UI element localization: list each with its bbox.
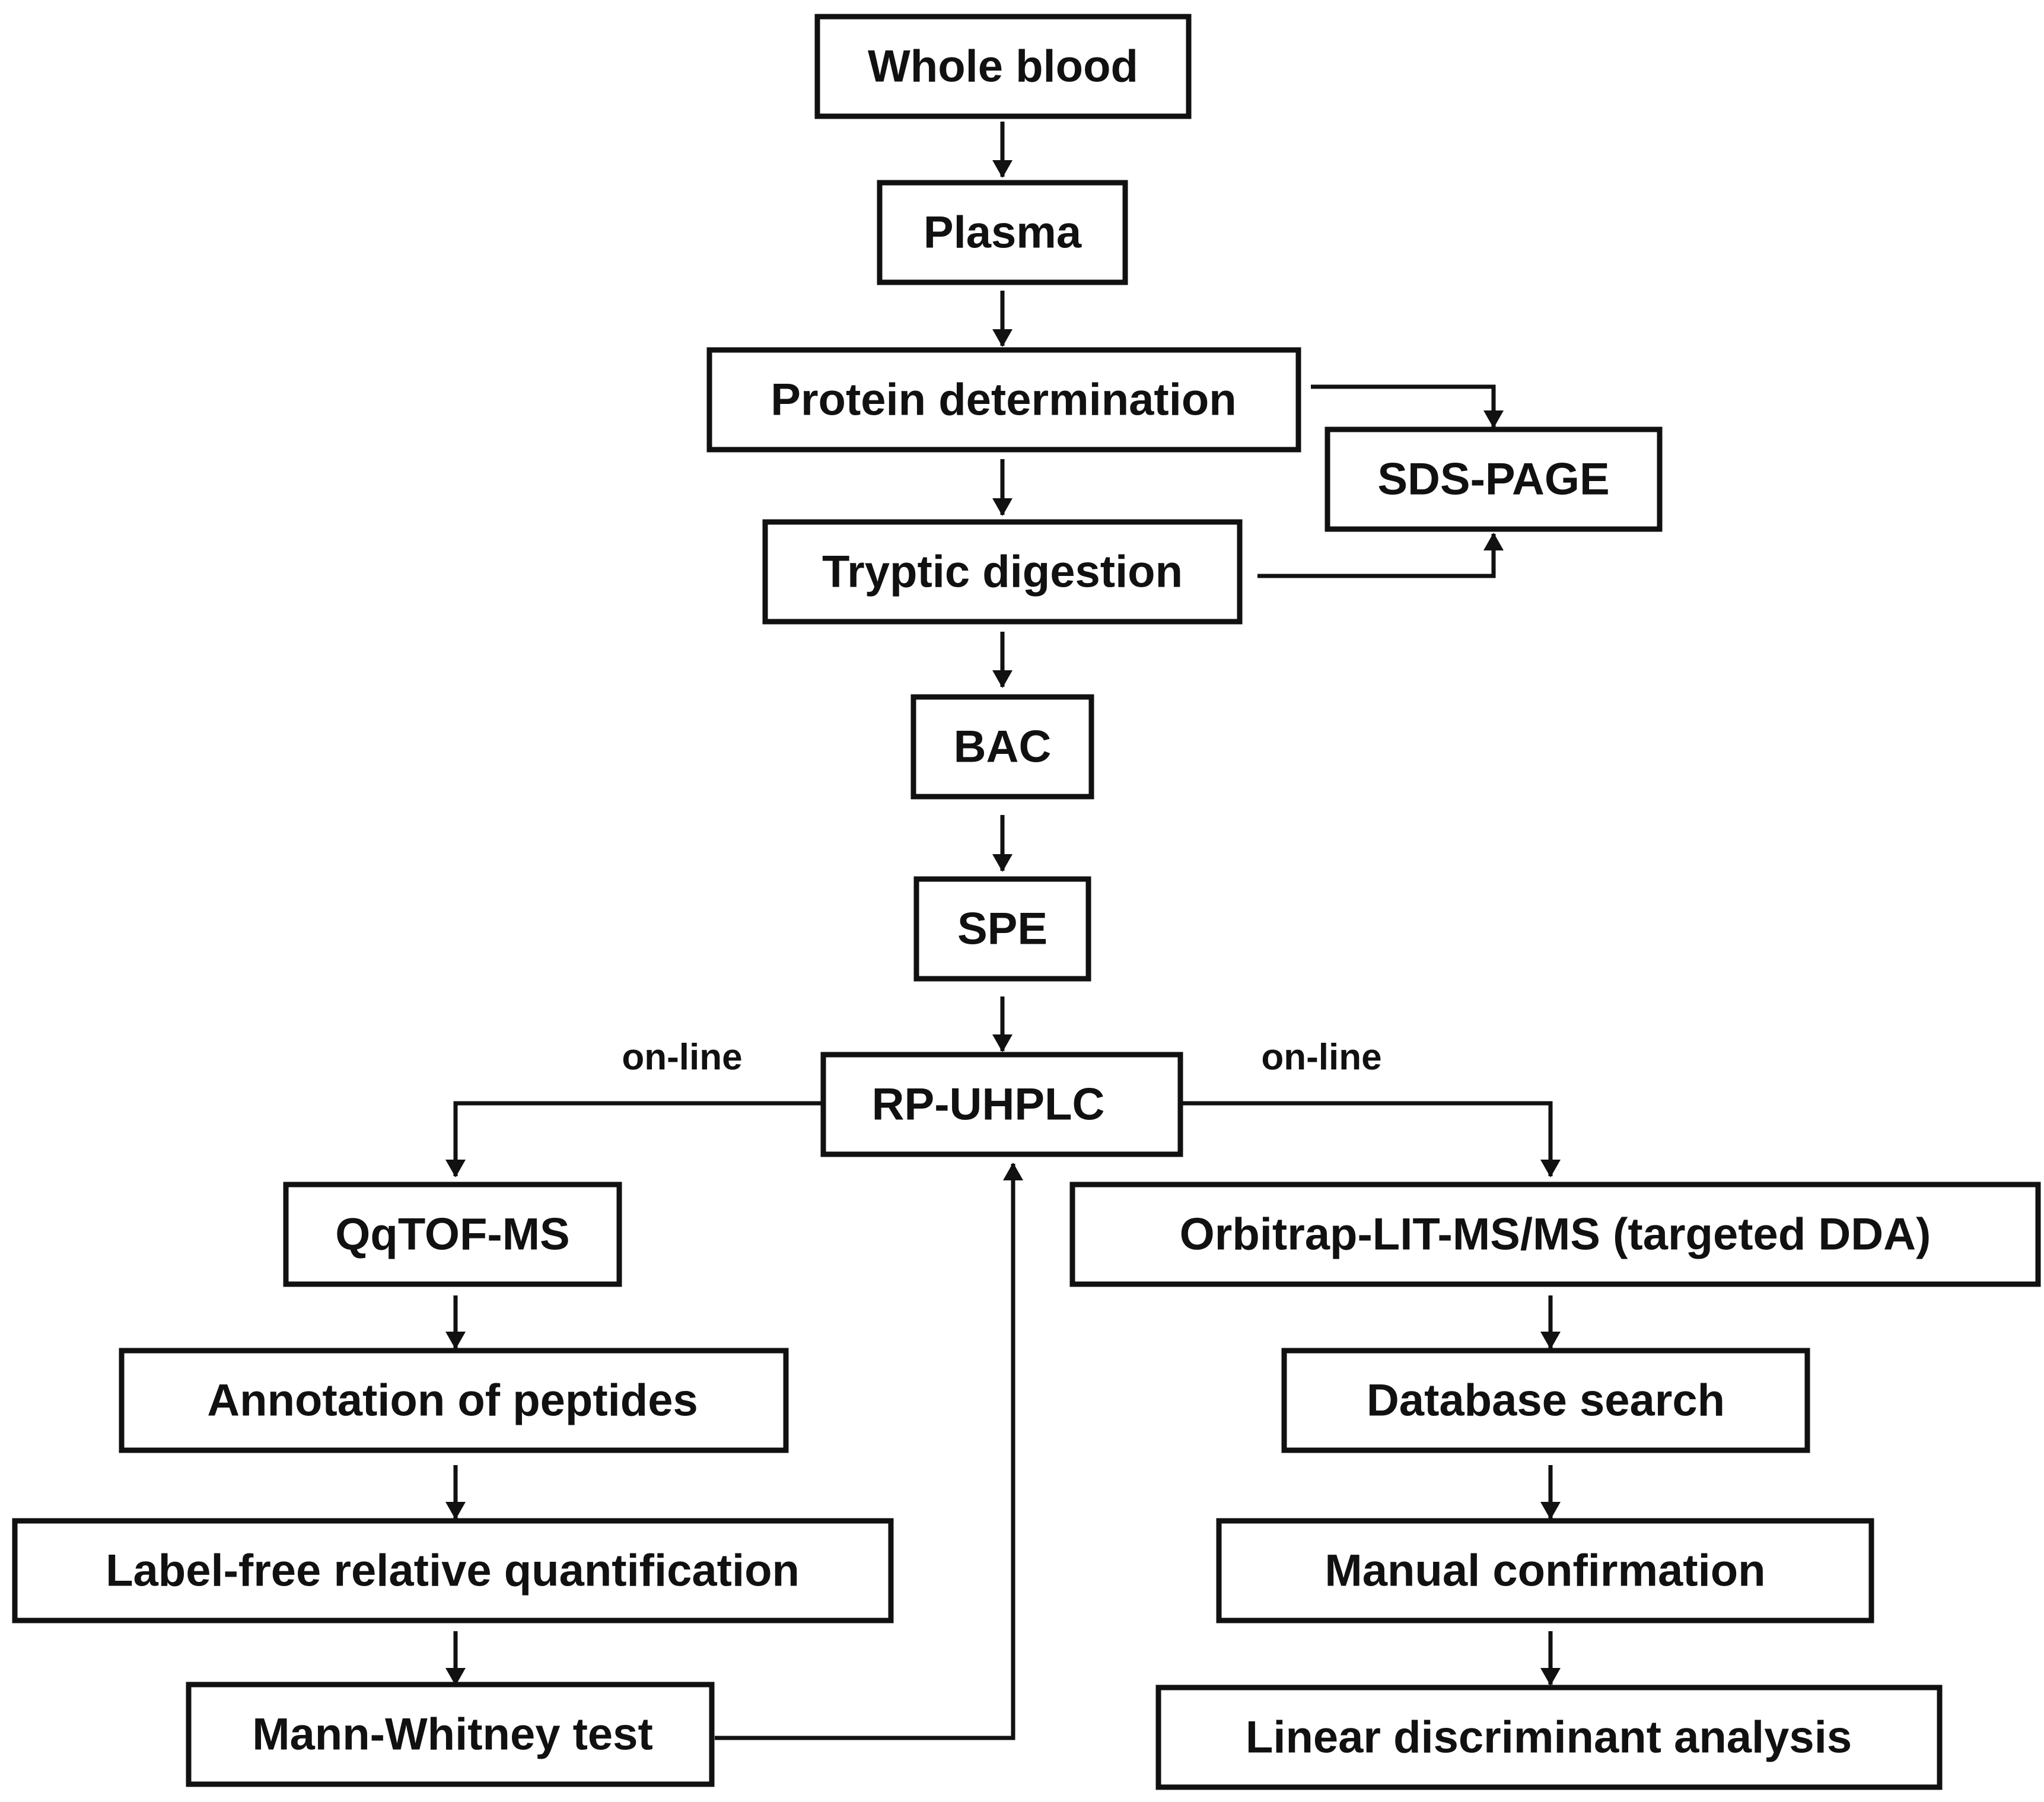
arrow-tryptic-digestion-to-sds-page (1257, 533, 1504, 578)
node-label: BAC (954, 722, 1052, 772)
node-label: Manual confirmation (1325, 1546, 1765, 1596)
node-tryptic-digestion: Tryptic digestion (762, 519, 1243, 625)
node-label: Annotation of peptides (207, 1376, 698, 1426)
node-label: Mann-Whitney test (252, 1709, 653, 1760)
node-mann-whitney-test: Mann-Whitney test (186, 1682, 715, 1787)
node-bac: BAC (910, 694, 1094, 800)
node-label: QqTOF-MS (335, 1209, 569, 1260)
node-qqtof-ms: QqTOF-MS (283, 1182, 622, 1287)
node-linear-discriminant-analysis: Linear discriminant analysis (1155, 1685, 1943, 1790)
arrow-mann-whitney-to-rp-uhplc (715, 1163, 1023, 1740)
node-label: RP-UHPLC (872, 1080, 1105, 1130)
arrow-protein-determination-to-sds-page (1311, 384, 1504, 428)
node-annotation-of-peptides: Annotation of peptides (119, 1348, 789, 1453)
node-label: Tryptic digestion (822, 547, 1183, 597)
node-database-search: Database search (1281, 1348, 1810, 1453)
node-sds-page: SDS-PAGE (1325, 426, 1663, 532)
node-label-free-quantification: Label-free relative quantification (12, 1518, 894, 1623)
node-label: Plasma (924, 208, 1082, 258)
node-label: Database search (1367, 1376, 1725, 1426)
connectors (445, 122, 1561, 1740)
node-label: SPE (957, 904, 1048, 954)
edge-label-on-line-left: on-line (622, 1037, 742, 1078)
node-label: Orbitrap-LIT-MS/MS (targeted DDA) (1180, 1209, 1931, 1260)
node-whole-blood: Whole blood (814, 14, 1192, 119)
node-spe: SPE (913, 876, 1091, 982)
arrow-rp-uhplc-to-orbitrap (1182, 1101, 1561, 1177)
node-protein-determination: Protein determination (706, 347, 1301, 453)
node-label: Label-free relative quantification (106, 1546, 800, 1596)
node-label: Protein determination (771, 375, 1236, 425)
node-label: Linear discriminant analysis (1246, 1712, 1852, 1763)
edge-label-on-line-right: on-line (1261, 1037, 1381, 1078)
node-manual-confirmation: Manual confirmation (1216, 1518, 1874, 1623)
node-label: SDS-PAGE (1377, 454, 1609, 505)
node-label: Whole blood (868, 42, 1138, 92)
node-rp-uhplc: RP-UHPLC (820, 1052, 1183, 1157)
arrow-rp-uhplc-to-qqtof-ms (445, 1101, 823, 1177)
node-orbitrap-lit-ms: Orbitrap-LIT-MS/MS (targeted DDA) (1069, 1182, 2041, 1287)
node-plasma: Plasma (877, 180, 1128, 285)
